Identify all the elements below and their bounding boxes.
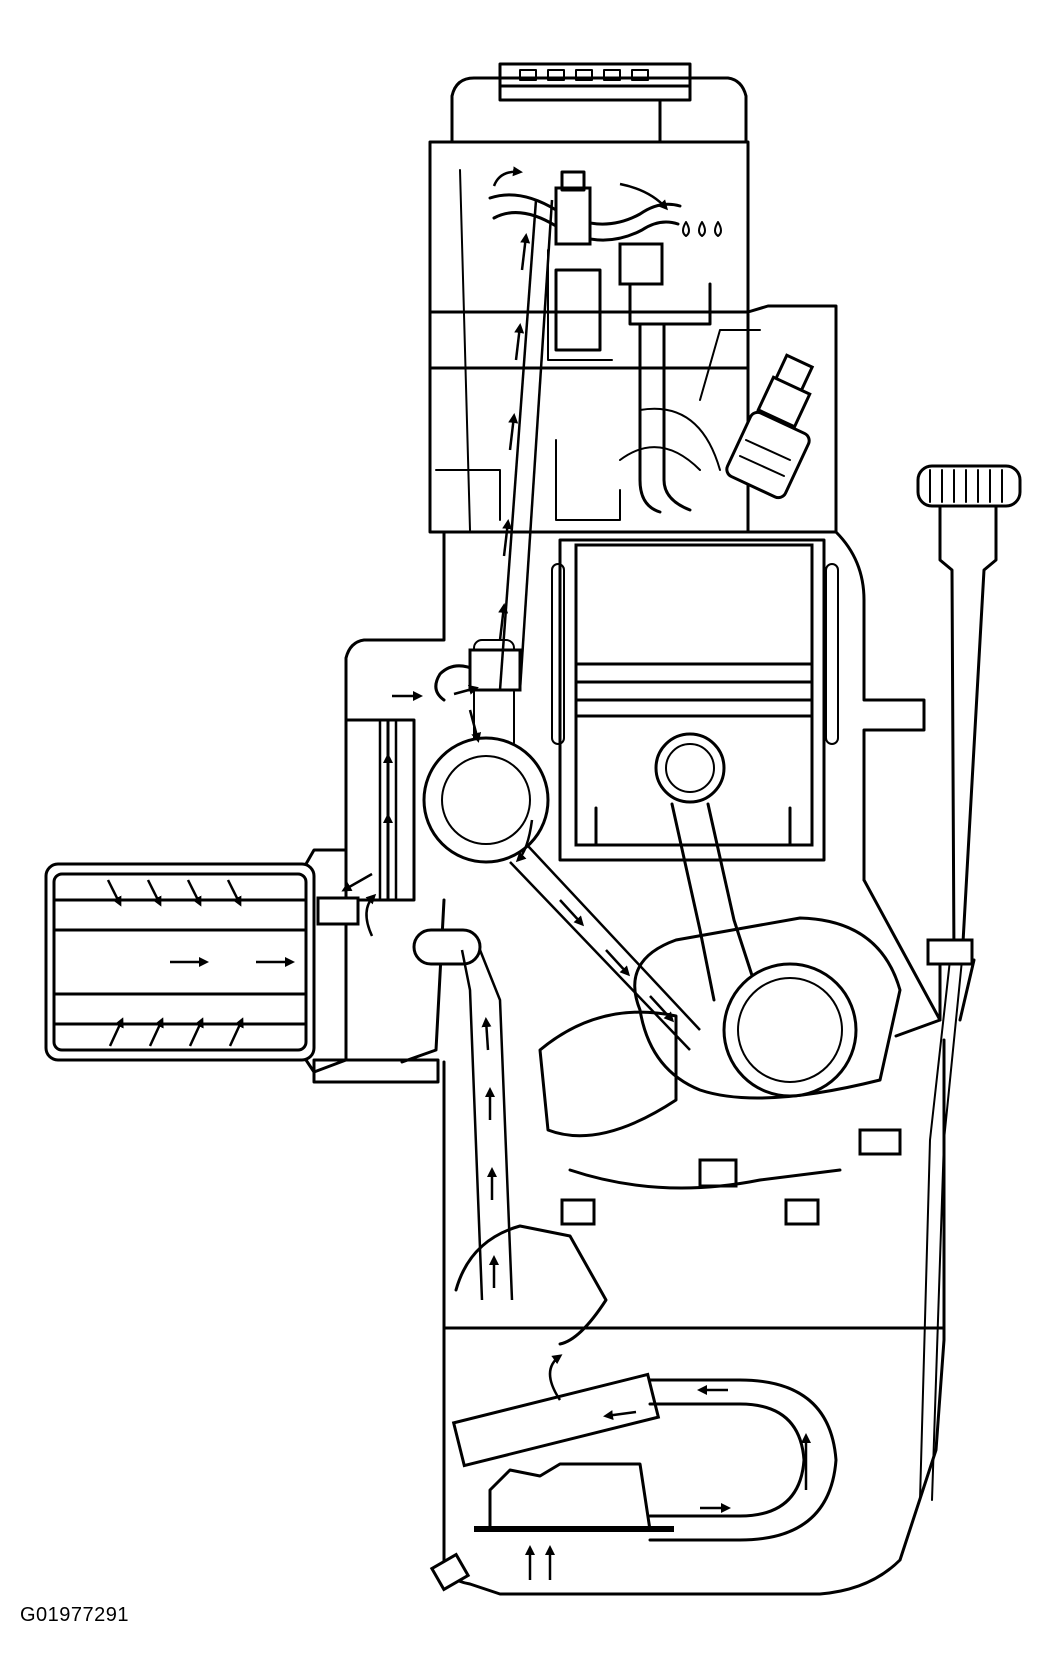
piston xyxy=(574,543,814,847)
oil-filter xyxy=(44,848,440,1084)
sensor-plug xyxy=(725,353,815,500)
connecting-rod xyxy=(633,802,902,1188)
engine-block xyxy=(344,530,942,1064)
valve-stem xyxy=(638,322,692,514)
crankshaft xyxy=(538,1010,842,1226)
oil-drops xyxy=(682,221,722,237)
valve-cover xyxy=(450,62,748,144)
oil-pickup-screen xyxy=(474,1462,674,1532)
cylinder-head xyxy=(428,140,838,534)
oil-pump xyxy=(451,1224,838,1542)
figure-code-label: G01977291 xyxy=(20,1604,130,1626)
oil-pan xyxy=(429,1038,946,1596)
dipstick xyxy=(916,464,1022,1501)
camshaft xyxy=(412,648,550,966)
flow-arrows xyxy=(106,166,811,1580)
rocker-arm xyxy=(488,170,712,352)
filter-adapter xyxy=(316,718,416,926)
